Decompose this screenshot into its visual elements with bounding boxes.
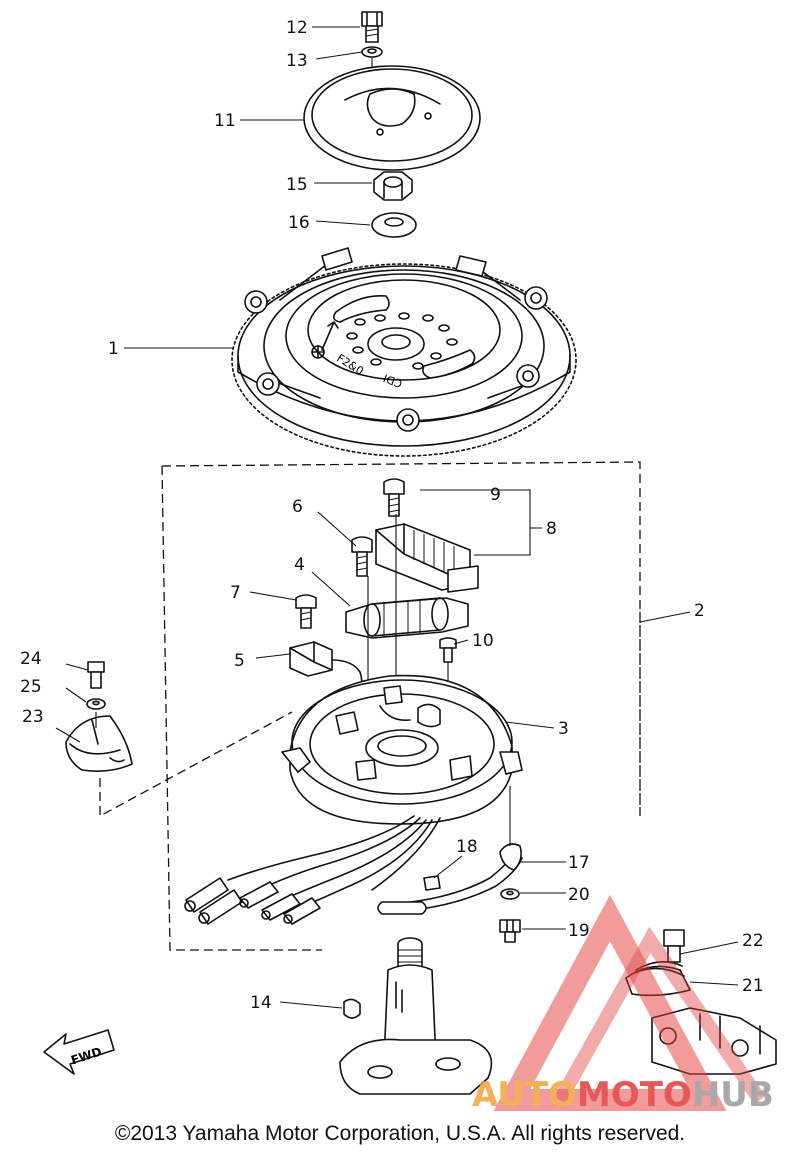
callout-7: 7 <box>230 583 241 603</box>
throttle-cam-assembly <box>339 937 493 1095</box>
washer-25 <box>86 698 106 710</box>
bolt-24 <box>87 661 105 689</box>
flywheel-bolt <box>244 290 268 314</box>
callout-11: 11 <box>214 111 236 131</box>
grommet-18 <box>423 875 441 891</box>
flywheel-bolt <box>256 372 280 396</box>
screw-6 <box>351 536 373 577</box>
callout-25: 25 <box>20 677 42 697</box>
callout-3: 3 <box>558 719 569 739</box>
callout-13: 13 <box>286 51 308 71</box>
callout-8: 8 <box>546 519 557 539</box>
flywheel-holes <box>346 312 458 370</box>
callout-24: 24 <box>20 649 42 669</box>
assembly-2-boundary <box>161 461 641 951</box>
svg-text:AUTOMOTOHUB: AUTOMOTOHUB <box>472 1075 774 1115</box>
flywheel-cdi-marking: CDI <box>381 371 404 390</box>
flywheel-1: F2&0 CDI <box>231 247 577 457</box>
callout-leaders <box>55 26 739 1009</box>
callout-10: 10 <box>472 631 494 651</box>
callout-22: 22 <box>742 931 764 951</box>
callout-18: 18 <box>456 837 478 857</box>
bolt-22 <box>663 929 685 963</box>
flywheel-cover-11 <box>303 65 481 171</box>
flywheel-bolt <box>524 286 548 310</box>
callout-2: 2 <box>694 601 705 621</box>
callout-1: 1 <box>108 339 119 359</box>
screw-10 <box>439 637 457 663</box>
flywheel-bolt <box>396 408 420 432</box>
timing-plate-23 <box>65 715 133 772</box>
ground-lead-17 <box>377 843 523 915</box>
flywheel-bolt <box>516 364 540 388</box>
automotohub-watermark-logo: AUTOMOTOHUB <box>472 894 774 1115</box>
connector <box>184 877 229 913</box>
callout-14: 14 <box>250 993 272 1013</box>
fwd-arrow-icon: FWD <box>43 1029 115 1075</box>
callout-labels: 12 13 11 15 16 1 9 8 6 4 7 2 5 10 3 24 2… <box>20 18 764 1013</box>
washer-16 <box>371 212 417 238</box>
screw-7 <box>295 594 317 629</box>
callout-9: 9 <box>490 485 501 505</box>
copyright-notice: ©2013 Yamaha Motor Corporation, U.S.A. A… <box>114 1122 686 1145</box>
washer-13 <box>361 46 383 58</box>
callout-6: 6 <box>292 497 303 517</box>
callout-15: 15 <box>286 175 308 195</box>
washer-20 <box>500 888 520 900</box>
callout-20: 20 <box>568 885 590 905</box>
lighting-coil-8 <box>375 523 479 593</box>
connector <box>283 897 321 925</box>
callout-5: 5 <box>234 651 245 671</box>
key-14 <box>343 998 361 1019</box>
screw-9 <box>383 478 405 517</box>
nut-15 <box>373 171 413 201</box>
callout-16: 16 <box>288 213 310 233</box>
callout-19: 19 <box>568 921 590 941</box>
callout-23: 23 <box>22 707 44 727</box>
connector <box>198 889 243 925</box>
charge-coil-4 <box>345 597 469 639</box>
stator-base-3 <box>281 674 523 825</box>
callout-17: 17 <box>568 853 590 873</box>
callout-4: 4 <box>294 555 305 575</box>
wire-harness <box>184 815 441 925</box>
screw-19 <box>499 919 521 943</box>
callout-21: 21 <box>742 976 764 996</box>
callout-12: 12 <box>286 18 308 38</box>
connector <box>239 881 279 909</box>
bolt-12 <box>361 11 383 43</box>
